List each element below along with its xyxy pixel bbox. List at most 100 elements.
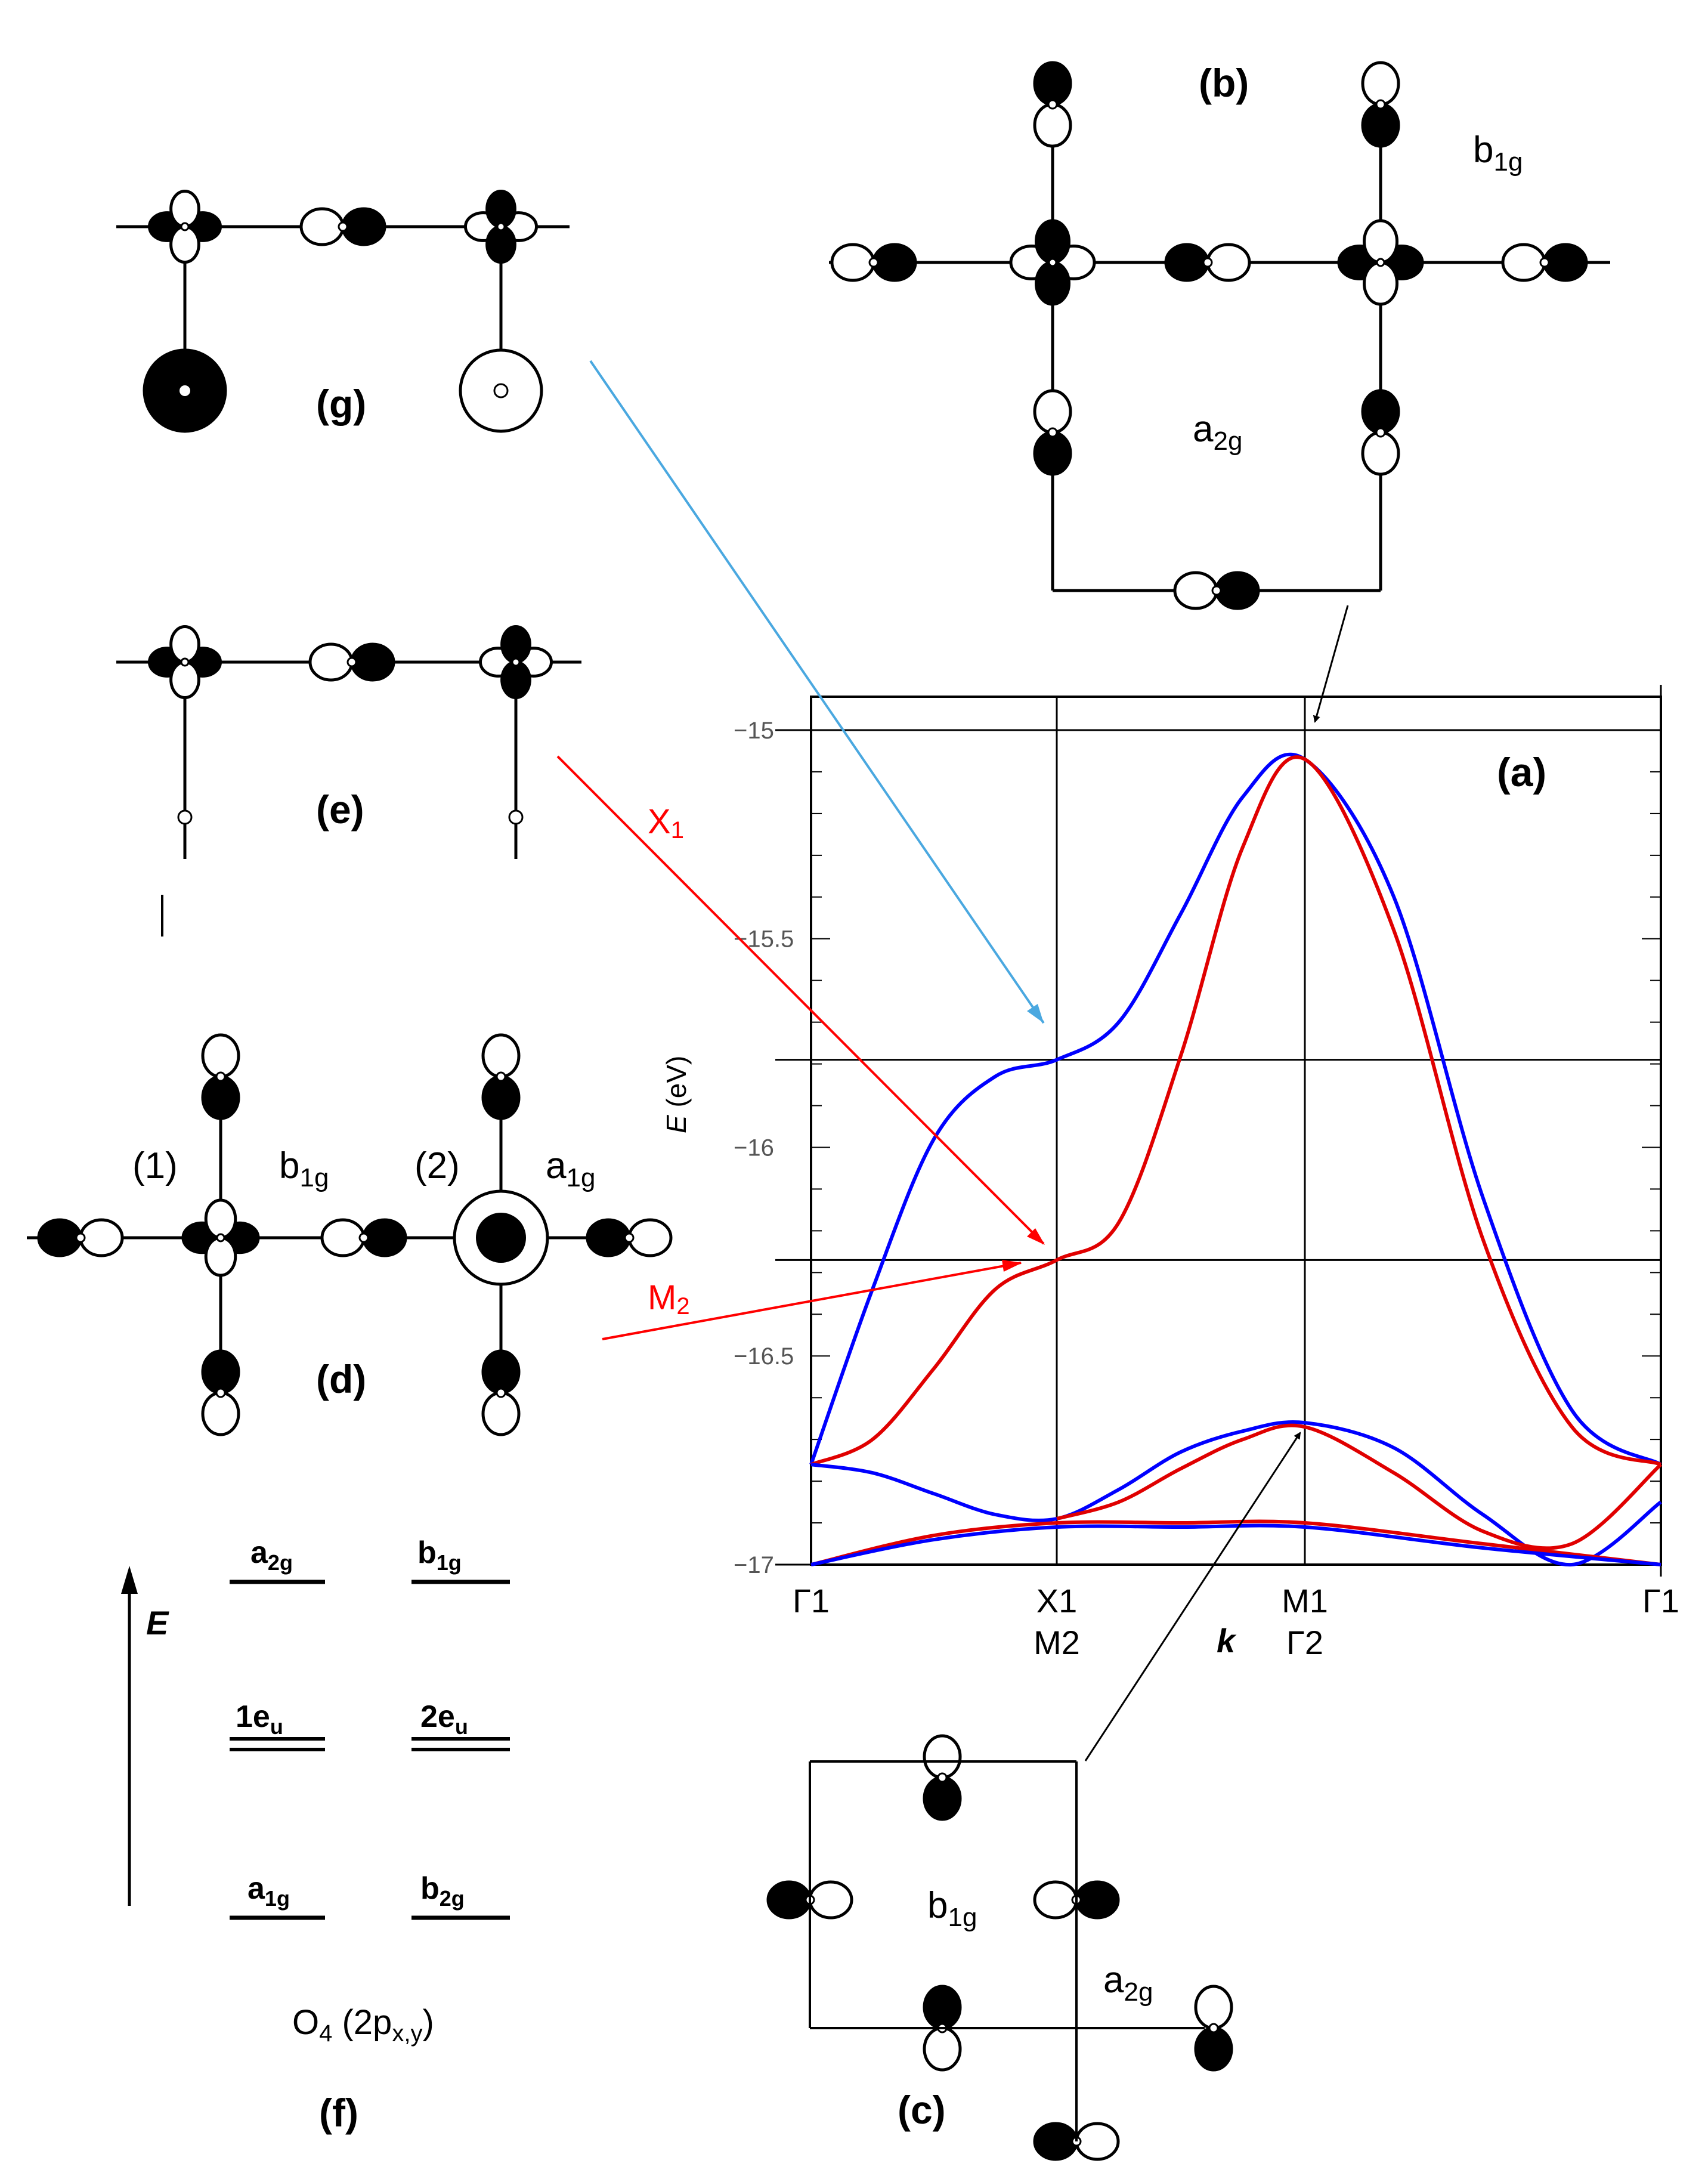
p-orbital-lobe [1033,431,1072,476]
orbital-node [75,1232,86,1243]
p-orbital-lobe [1206,243,1251,282]
d-orbital-lobe [1035,219,1070,264]
annotation-arrows: X1 M2 [556,360,1349,1761]
p-orbital-lobe [1194,2026,1233,2072]
p-orbital-lobe [1164,243,1209,282]
c-a2g-label: a2g [1103,1960,1153,2007]
arrow-d-to-x1-red [602,1262,1022,1340]
x-tick-label-top-2: M1 [1282,1582,1328,1619]
p-orbital-lobe [586,1218,631,1257]
level-b1g-label: b1g [417,1535,462,1575]
p-orbital-lobe [1033,61,1072,106]
orbital-node [1375,427,1386,438]
band-series-1 [810,755,1662,1466]
x-tick-label-top-3: Γ1 [1642,1582,1679,1619]
s-orbital-core [476,1213,526,1263]
x-tick-label-bottom-2: Γ2 [1286,1624,1323,1661]
p-orbital-lobe [1361,389,1400,434]
panel-label-a: (a) [1497,750,1546,795]
c-b1g-label: b1g [927,1885,977,1932]
d-orbital-lobe [169,225,200,264]
orbital-node [868,257,879,268]
chart-bands [809,752,1662,1567]
site-label-1: (1) [132,1145,178,1186]
x-tick-label-top-1: X1 [1036,1582,1078,1619]
p-orbital-lobe [201,1391,240,1436]
level-b2g-label: b2g [420,1871,465,1911]
x-tick-label-top-0: Γ1 [793,1582,830,1619]
p-orbital-lobe [1033,389,1072,434]
orbital-node [180,657,190,667]
o4-caption: O4 (2px,y) [292,2003,434,2047]
orbital-node [180,222,190,231]
p-orbital-lobe [808,1880,853,1920]
orbital-node [215,1387,226,1398]
p-orbital-lobe [923,1985,962,2030]
d-orbital-lobe [485,225,516,264]
b1g-label: b1g [1473,129,1523,177]
panel-d: (1) (2) b1g a1g (d) [132,1145,595,1401]
orbital-node [215,1071,226,1082]
p-orbital-lobe [201,1033,240,1078]
d-a1g-label: a1g [546,1145,595,1192]
p-orbital-lobe [201,1075,240,1120]
panel-label-c: (c) [898,2088,946,2132]
p-orbital-lobe [1033,103,1072,148]
orbital-node [1202,257,1213,268]
x-axis-label: k [1217,1622,1237,1659]
orbital-node [216,1233,225,1243]
p-orbital-lobe [1075,1880,1120,1920]
d-orbital-lobe [169,660,200,699]
band-series-3 [1056,1423,1662,1550]
p-orbital-lobe [1361,431,1400,476]
panel-b: (b) b1g a2g [1193,61,1523,456]
band-series-0 [809,752,1662,1466]
orbital-node [1208,2023,1219,2033]
orbital-node [511,657,521,667]
d-orbital-lobe [1035,261,1070,306]
arrow-c-to-m1 [1084,1432,1301,1761]
arrow-g-to-x1-blue [589,360,1045,1024]
site-label-2: (2) [414,1145,460,1186]
p-orbital-lobe [872,243,917,282]
orbital-node [624,1232,635,1243]
p-orbital-lobe [320,1218,366,1257]
p-orbital-lobe [1543,243,1588,282]
panel-c: b1g a2g (c) [809,1760,1205,2141]
panel-label-f: (f) [319,2091,358,2135]
band-series-4 [810,1519,1661,1566]
orbital-node [358,1232,369,1243]
y-axis-label: E (eV) [661,1056,692,1133]
y-tick-label-3: −16.5 [734,1343,794,1370]
p-orbital-lobe [481,1033,521,1078]
band-series-2 [810,1420,1662,1567]
node-small [508,809,524,825]
level-a1g-label: a1g [247,1871,290,1911]
orbital-node [1047,427,1058,438]
p-orbital-lobe [1215,571,1260,610]
p-orbital-lobe [1361,103,1400,148]
p-orbital-lobe [308,642,354,682]
orbital-node [937,1772,948,1783]
level-a2g-label: a2g [250,1535,293,1575]
p-orbital-lobe [923,1776,962,1821]
d-orbital-lobe [204,1198,237,1240]
p-orbital-lobe [481,1391,521,1436]
band-series-5 [810,1523,1661,1566]
orbital-diagrams [27,61,1610,2161]
node-small [177,809,193,825]
d-orbital-lobe [500,625,531,664]
p-orbital-lobe [299,207,345,246]
orbital-node [1047,99,1058,110]
p-orbital-lobe [1361,61,1400,106]
energy-axis-arrowhead [121,1566,138,1594]
d-orbital-lobe [1363,261,1398,306]
orbital-node [1375,99,1386,110]
p-orbital-lobe [1033,1880,1078,1920]
level-2eu-label: 2eu [420,1699,468,1739]
orbital-node [496,222,506,231]
p-orbital-lobe [362,1218,407,1257]
orbital-node [1376,258,1385,267]
